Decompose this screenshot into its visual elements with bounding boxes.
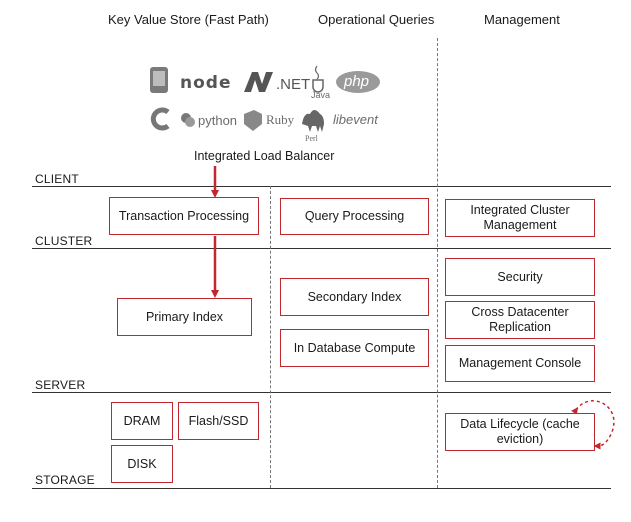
python-logo-text: python [198,113,238,128]
dram-box: DRAM [111,402,173,440]
perl-camel-icon [302,110,324,132]
dotnet-logo-text: .NET [276,76,311,93]
dotnet-logo-mark [244,72,273,92]
query-processing-box: Query Processing [280,198,429,235]
flash-ssd-box: Flash/SSD [178,402,259,440]
column-heading-kv: Key Value Store (Fast Path) [108,12,269,27]
data-lifecycle-box: Data Lifecycle (cache eviction) [445,413,595,451]
cluster-layer-line [32,248,611,249]
java-cup-icon [312,65,324,93]
libevent-logo-text: libevent [333,112,378,127]
disk-box: DISK [111,445,173,483]
management-console-box: Management Console [445,345,595,382]
php-logo-text: php [344,73,370,90]
node-logo-text: node [180,73,232,93]
layer-label-storage: STORAGE [35,473,95,487]
ruby-logo-text: Ruby [266,112,295,127]
python-logo-mark [181,113,195,127]
layer-label-server: SERVER [35,378,86,392]
security-box: Security [445,258,595,296]
lifecycle-loop-arrow [571,400,615,450]
load-balancer-label: Integrated Load Balancer [194,149,335,163]
layer-label-client: CLIENT [35,172,79,186]
secondary-index-box: Secondary Index [280,278,429,316]
php-logo-oval [336,71,380,93]
mobile-sdk-icon [150,67,168,93]
column-separator-right [437,38,438,488]
in-database-compute-box: In Database Compute [280,329,429,367]
java-logo-text: Java [311,90,331,100]
transaction-processing-box: Transaction Processing [109,197,259,235]
c-logo-mark [150,107,170,131]
server-layer-line [32,392,611,393]
layer-label-cluster: CLUSTER [35,234,93,248]
integrated-cluster-management-box: Integrated Cluster Management [445,199,595,237]
column-heading-management: Management [484,12,560,27]
column-heading-operational-queries: Operational Queries [318,12,435,27]
column-separator-left [270,186,271,488]
primary-index-box: Primary Index [117,298,252,336]
perl-logo-text: Perl [305,134,318,143]
storage-layer-line [32,488,611,489]
client-layer-line [32,186,611,187]
cross-datacenter-replication-box: Cross Datacenter Replication [445,301,595,339]
ruby-gem-icon [244,110,262,131]
